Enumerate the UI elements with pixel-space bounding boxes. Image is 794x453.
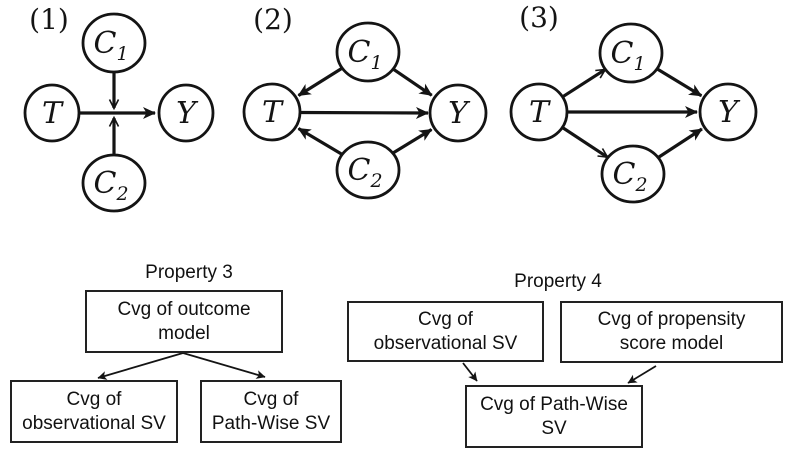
- fc1-box-outcome-model: Cvg of outcome model: [85, 290, 283, 353]
- fc1-box-pathwise-sv-line2: Path-Wise SV: [211, 412, 331, 434]
- dag-2-node-c1-circle: [335, 21, 401, 83]
- fc1-box-pathwise-sv: Cvg of Path-Wise SV: [200, 380, 342, 443]
- dag-3-node-t-circle: [509, 82, 569, 142]
- dag-3-label: (3): [519, 1, 559, 34]
- dag-3-node-t-label: T: [529, 95, 551, 130]
- dag-2-node-y-label: Y: [448, 96, 471, 131]
- dag-2-edge-c1-t: [297, 66, 344, 97]
- dag-2-label: (2): [253, 3, 293, 36]
- dag-1-label: (1): [29, 3, 69, 36]
- dag-1-node-t-label: T: [42, 96, 64, 131]
- fc1-box-outcome-model-line1: Cvg of outcome: [117, 298, 251, 320]
- fc2-box-propensity-model-line1: Cvg of propensity: [597, 309, 746, 330]
- fc1-edge-outcome-to-pathwise: [182, 352, 266, 379]
- dag-1-node-c2-circle: [81, 153, 147, 213]
- dag-2-node-c2-label: C2: [347, 153, 382, 192]
- dag-2-node-c2-circle: [335, 140, 401, 200]
- fc1-box-pathwise-sv-line1: Cvg of: [243, 388, 299, 410]
- dag-3-edge-t-c2: [562, 126, 610, 159]
- fc1-box-observational-sv-line1: Cvg of: [66, 388, 122, 410]
- dag-1-node-y-label: Y: [176, 96, 199, 131]
- fc2-box-pathwise-sv: Cvg of Path-Wise SV: [465, 385, 643, 448]
- fc1-box-outcome-model-line2: model: [158, 322, 210, 344]
- dag-3-node-y-label: Y: [718, 95, 741, 130]
- fc2-box-propensity-model-line2: score model: [619, 333, 724, 354]
- fc2-box-propensity-model: Cvg of propensity score model: [560, 301, 783, 363]
- dag-2-edge-c2-y: [391, 128, 433, 155]
- dag-1-node-c1-circle: [81, 12, 147, 74]
- dag-2-node-y-circle: [428, 83, 488, 143]
- fc1-edge-outcome-to-observational: [97, 352, 184, 380]
- dag-canvas: (1) C1 T Y C2 (2) C1 T: [23, 1, 758, 213]
- fc2-box-observational-sv: Cvg of observational SV: [347, 301, 544, 362]
- fc2-box-pathwise-sv-line2: SV: [541, 417, 567, 439]
- dag-3-edge-c1-y: [656, 67, 703, 98]
- dag-1-node-c1-label: C1: [93, 26, 128, 65]
- fc1-box-observational-sv: Cvg of observational SV: [10, 380, 178, 443]
- dag-3-node-c1-label: C1: [610, 36, 645, 75]
- fc2-box-observational-sv-line1: Cvg of: [418, 308, 473, 330]
- dag-1: (1) C1 T Y C2: [23, 3, 215, 213]
- dag-2-node-t-circle: [242, 82, 302, 142]
- dag-2-edge-t-y: [299, 106, 429, 119]
- dag-2-node-t-label: T: [262, 95, 284, 130]
- dag-2-edge-c2-t: [297, 127, 344, 156]
- dag-3: (3) C1 T Y C2: [509, 1, 758, 204]
- flowchart-3-title: Property 3: [145, 262, 233, 283]
- dag-2: (2) C1 T Y C2: [242, 3, 488, 200]
- dag-1-node-t-circle: [23, 83, 81, 143]
- dag-3-node-y-circle: [698, 82, 758, 142]
- dag-1-node-c2-label: C2: [93, 166, 128, 205]
- fc2-edge-observational-to-pathwise: [462, 362, 478, 382]
- dag-3-node-c2-label: C2: [612, 157, 647, 196]
- dag-3-edge-t-c1: [562, 68, 607, 98]
- fc2-box-pathwise-sv-line1: Cvg of Path-Wise: [480, 393, 628, 415]
- dag-3-node-c1-circle: [598, 22, 664, 84]
- dag-3-node-c2-circle: [600, 144, 666, 204]
- dag-2-edge-c1-y: [391, 67, 433, 97]
- dag-3-edge-c2-y: [658, 127, 703, 159]
- fc2-edge-propensity-to-pathwise: [627, 365, 657, 384]
- dag-1-node-y-circle: [157, 83, 215, 143]
- fc1-box-observational-sv-line2: observational SV: [22, 412, 166, 434]
- dag-2-node-c1-label: C1: [347, 35, 382, 74]
- flowchart-4-title: Property 4: [514, 271, 602, 292]
- fc2-box-observational-sv-line2: observational SV: [373, 332, 518, 354]
